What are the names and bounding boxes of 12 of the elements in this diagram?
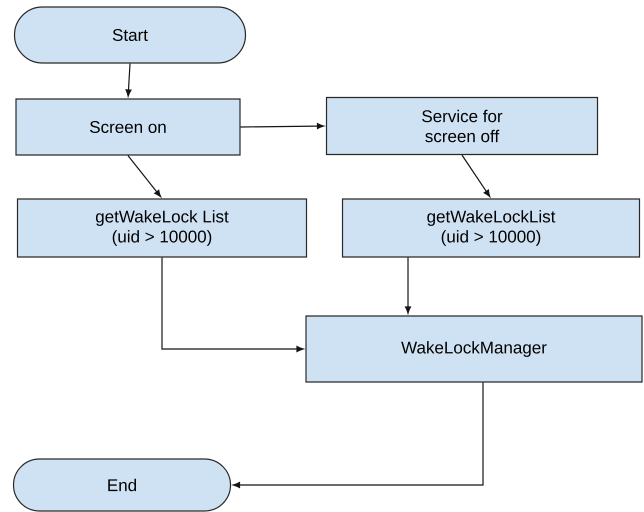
arrow [232,382,484,488]
process-box: Screen on [15,98,241,156]
process-box: getWakeLockList (uid > 10000) [342,198,640,258]
arrow [404,258,412,314]
arrow [240,123,324,130]
arrow [125,64,132,97]
process-box: Service for screen off [326,96,598,156]
process-box: getWakeLock List (uid > 10000) [16,198,308,258]
process-box: WakeLockManager [305,315,643,383]
arrow [462,154,490,198]
arrow [161,258,304,352]
arrow [128,155,162,198]
